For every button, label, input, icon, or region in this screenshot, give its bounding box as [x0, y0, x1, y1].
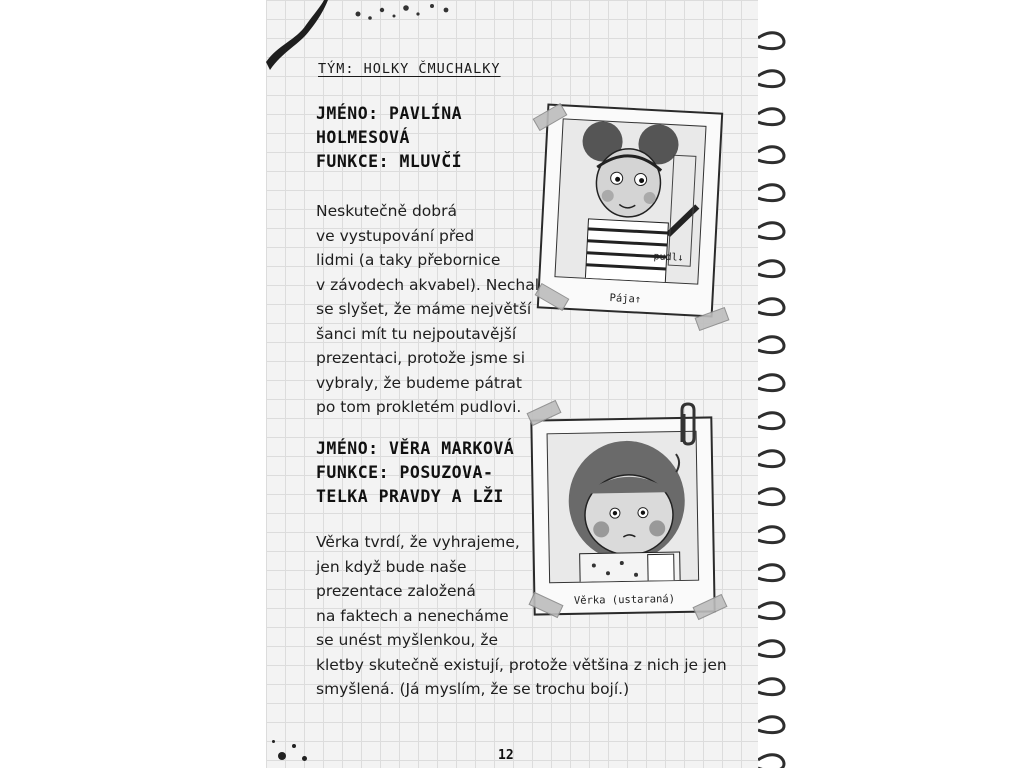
girl-illustration [568, 440, 685, 584]
heading-line: JMÉNO: VĚRA MARKOVÁ [316, 439, 515, 458]
text-line: Neskutečně dobrá [316, 202, 457, 220]
spiral-binding [758, 31, 786, 768]
spiral-ring [758, 449, 786, 469]
text-line: šanci mít tu nejpoutavější [316, 324, 517, 343]
heading-line: TELKA PRAVDY A LŽI [316, 487, 504, 506]
spiral-ring [758, 69, 786, 89]
paperclip-icon [680, 402, 696, 446]
photo-illustration [554, 118, 707, 285]
heading-line: FUNKCE: POSUZOVA- [316, 463, 494, 482]
text-line: v závodech akvabel). Nechala [316, 275, 549, 294]
text-line: lidmi (a taky přebornice [316, 251, 501, 269]
text-line: se unést myšlenkou, že [316, 631, 499, 649]
spiral-ring [758, 107, 786, 127]
text-line: smyšlená. (Já myslím, že se trochu bojí.… [316, 680, 630, 698]
spiral-ring [758, 677, 786, 697]
spiral-ring [758, 335, 786, 355]
photo-note: pudl↓ [653, 251, 684, 264]
member2-description: Věrka tvrdí, že vyhrajeme, jen když bude… [316, 530, 727, 702]
member1-heading: JMÉNO: PAVLÍNA HOLMESOVÁ FUNKCE: MLUVČÍ [316, 102, 462, 174]
text-line: na faktech a nenecháme [316, 606, 509, 625]
photo-vera: Věrka (ustaraná) [530, 416, 716, 616]
text-line: Věrka tvrdí, že vyhrajeme, [316, 533, 520, 551]
spiral-ring [758, 31, 786, 51]
spiral-ring [758, 259, 786, 279]
spiral-ring [758, 221, 786, 241]
page-number: 12 [498, 748, 514, 763]
spiral-ring [758, 753, 786, 768]
girl-illustration [582, 121, 700, 284]
heading-line: JMÉNO: PAVLÍNA [316, 104, 463, 123]
text-line: jen když bude naše [316, 557, 467, 576]
ink-splash-decoration [266, 0, 449, 70]
text-line: prezentaci, protože jsme si [316, 349, 526, 367]
text-line: ve vystupování před [316, 226, 475, 245]
spiral-ring [758, 373, 786, 393]
member2-heading: JMÉNO: VĚRA MARKOVÁ FUNKCE: POSUZOVA- TE… [316, 437, 514, 509]
spiral-ring [758, 411, 786, 431]
member1-description: Neskutečně dobrá ve vystupování před lid… [316, 199, 549, 420]
spiral-ring [758, 525, 786, 545]
notebook-page: TÝM: HOLKY ČMUCHALKY JMÉNO: PAVLÍNA HOLM… [266, 0, 758, 768]
spiral-ring [758, 563, 786, 583]
team-label: TÝM: HOLKY ČMUCHALKY [318, 61, 501, 77]
text-line: po tom prokletém pudlovi. [316, 398, 522, 416]
spiral-ring [758, 715, 786, 735]
spiral-ring [758, 601, 786, 621]
heading-line: FUNKCE: MLUVČÍ [316, 152, 463, 171]
spiral-ring [758, 487, 786, 507]
text-line: kletby skutečně existují, protože většin… [316, 655, 727, 674]
spiral-ring [758, 639, 786, 659]
spiral-ring [758, 145, 786, 165]
text-line: prezentace založená [316, 582, 476, 600]
spiral-ring [758, 297, 786, 317]
photo-pavlina: pudl↓ Pája↑ [536, 103, 724, 318]
text-line: se slyšet, že máme největší [316, 300, 532, 318]
text-line: vybraly, že budeme pátrat [316, 373, 522, 392]
spiral-ring [758, 183, 786, 203]
heading-line: HOLMESOVÁ [316, 128, 410, 147]
photo-illustration [546, 430, 700, 584]
